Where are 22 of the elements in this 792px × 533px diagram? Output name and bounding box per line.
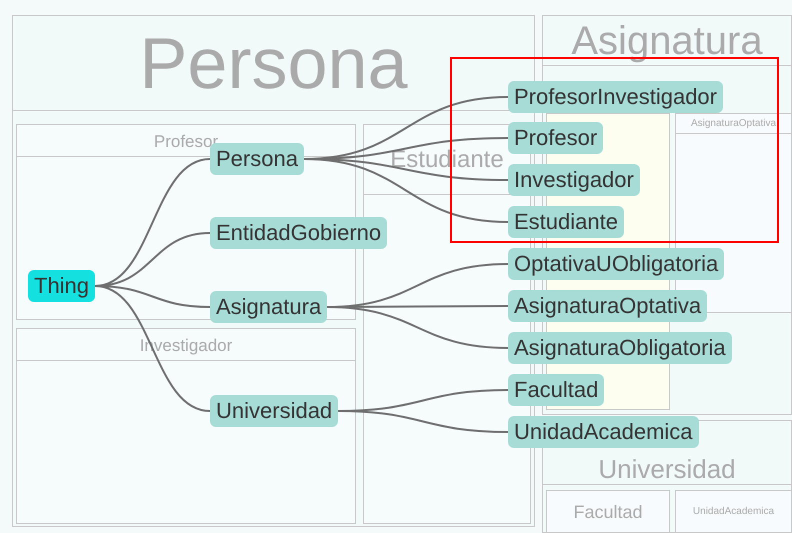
class-node: Profesor	[508, 122, 604, 154]
treemap-title: Facultad	[573, 503, 643, 521]
treemap-title: Persona	[139, 28, 408, 100]
class-node: ProfesorInvestigador	[508, 81, 723, 113]
connector	[94, 285, 210, 412]
root-node: Thing	[28, 270, 96, 302]
connector	[327, 306, 508, 349]
class-node: Asignatura	[210, 291, 328, 323]
class-node: Facultad	[508, 374, 604, 406]
treemap-title: AsignaturaOptativa	[690, 119, 776, 129]
class-node: Estudiante	[508, 206, 624, 238]
class-node: UnidadAcademica	[508, 416, 699, 448]
treemap-title: UnidadAcademica	[692, 507, 774, 517]
treemap-title: Asignatura	[571, 21, 763, 61]
class-node: Investigador	[508, 164, 640, 196]
class-node: AsignaturaObligatoria	[508, 332, 732, 364]
class-node: Universidad	[210, 395, 338, 427]
class-node: AsignaturaOptativa	[508, 290, 708, 322]
treemap-title: Universidad	[598, 456, 736, 482]
connector	[338, 410, 508, 433]
class-node: EntidadGobierno	[210, 217, 388, 249]
class-node: OptativaUObligatoria	[508, 248, 724, 280]
